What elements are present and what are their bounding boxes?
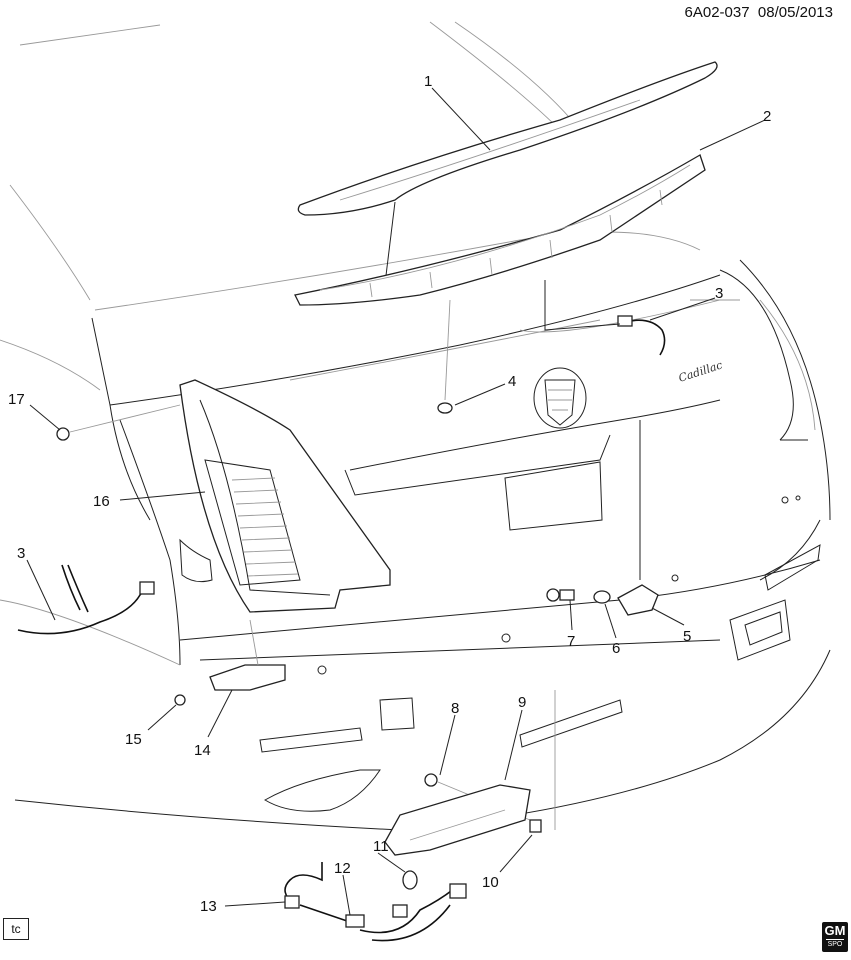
part-2-high-mount-lamp [294, 154, 706, 306]
callout-5: 5 [683, 628, 691, 645]
callout-15: 15 [125, 731, 142, 748]
diagram-header: 6A02-037 08/05/2013 [685, 4, 833, 21]
part-11-bulb [402, 870, 418, 890]
rear-bumper [14, 495, 831, 831]
gm-logo: GM SPO [822, 922, 848, 952]
callout-16: 16 [93, 493, 110, 510]
callout-4: 4 [508, 373, 516, 390]
part-12-13-harness-lower [284, 862, 467, 942]
callout-1: 1 [424, 73, 432, 90]
callout-8: 8 [451, 700, 459, 717]
callout-17: 17 [8, 391, 25, 408]
trunk-lid [91, 269, 794, 580]
callout-3-left: 3 [17, 545, 25, 562]
part-10-clip [529, 819, 542, 833]
callout-3-upper: 3 [715, 285, 723, 302]
rear-window-outline [9, 21, 701, 311]
part-15-bolt [174, 694, 186, 706]
quarter-panels [0, 259, 831, 666]
callout-13: 13 [200, 898, 217, 915]
callout-14: 14 [194, 742, 211, 759]
part-3-harness-left [17, 564, 155, 635]
callout-6: 6 [612, 640, 620, 657]
part-3-harness-upper [544, 280, 666, 356]
part-7-socket [546, 588, 575, 602]
part-14-bracket [209, 619, 286, 691]
callout-9: 9 [518, 694, 526, 711]
part-4-grommet [437, 299, 453, 414]
part-16-tail-lamp [179, 379, 391, 613]
diagram-date: 08/05/2013 [757, 4, 833, 21]
callout-2: 2 [763, 108, 771, 125]
part-9-backup-lamp [384, 690, 556, 856]
part-17-nut [56, 404, 181, 441]
part-5-license-lamp [617, 584, 659, 616]
leader-lines [26, 87, 766, 916]
diagram-ref: 6A02-037 [684, 4, 750, 21]
callout-12: 12 [334, 860, 351, 877]
callout-7: 7 [567, 633, 575, 650]
callout-11: 11 [373, 838, 389, 855]
gm-logo-top: GM [824, 923, 846, 938]
part-6-bulb [593, 590, 611, 604]
cadillac-emblem [533, 367, 587, 429]
gm-logo-bottom: SPO [826, 939, 844, 948]
corner-label-box: tc [3, 918, 29, 940]
callout-10: 10 [482, 874, 499, 891]
callout-labels: 1 2 3 4 17 16 3 7 6 5 8 9 15 14 11 12 10… [8, 73, 771, 915]
trunk-badge: Cadillac [677, 358, 724, 384]
